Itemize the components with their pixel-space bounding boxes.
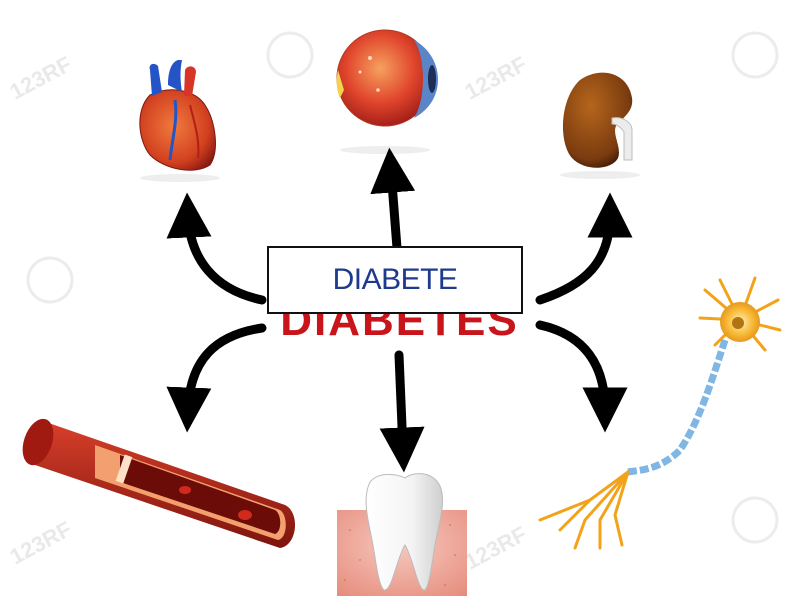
- arrow-to-heart: [188, 215, 262, 300]
- watermark-text: 123RF: [6, 516, 76, 569]
- arrow-to-kidney: [540, 215, 610, 300]
- center-label: DIABETE: [333, 263, 458, 297]
- center-label-box: DIABETE: [267, 246, 523, 314]
- tooth-icon: [337, 474, 467, 596]
- arrow-to-tooth: [399, 355, 403, 450]
- kidney-icon: [560, 73, 640, 179]
- neuron-icon: [540, 278, 780, 548]
- eye-icon: [337, 30, 438, 154]
- watermark-text: 123RF: [461, 51, 531, 104]
- heart-icon: [140, 60, 220, 182]
- arrow-to-eye: [391, 170, 397, 248]
- watermark-text: 123RF: [6, 51, 76, 104]
- arrow-to-nerve: [540, 325, 605, 410]
- watermark-text: 123RF: [461, 521, 531, 574]
- arrow-to-vessel: [188, 328, 262, 410]
